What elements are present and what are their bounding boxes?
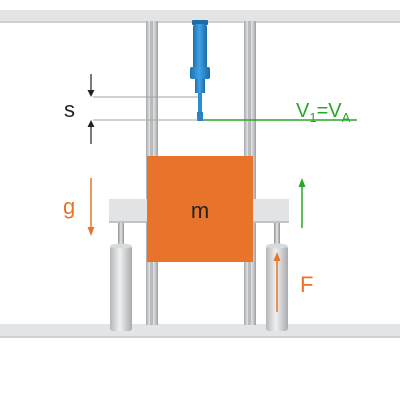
mass-block	[147, 156, 253, 262]
force-arrow	[273, 252, 281, 312]
svg-text:V1=VA: V1=VA	[296, 100, 351, 125]
gravity-label: g	[63, 194, 75, 219]
force-label: F	[300, 272, 313, 297]
bottom-frame-bar	[0, 324, 400, 338]
velocity-label: V1=VA	[296, 100, 351, 125]
top-frame-bar	[0, 10, 400, 22]
left-cross-arm	[109, 199, 149, 223]
distance-dimension	[87, 74, 198, 144]
distance-label: s	[64, 97, 75, 122]
sensor-probe	[190, 20, 210, 121]
gravity-arrow	[87, 178, 95, 236]
mass-label: m	[191, 198, 209, 223]
right-cross-arm	[253, 199, 289, 223]
upward-velocity-arrow	[298, 178, 306, 228]
left-impact-cylinder	[110, 223, 132, 331]
